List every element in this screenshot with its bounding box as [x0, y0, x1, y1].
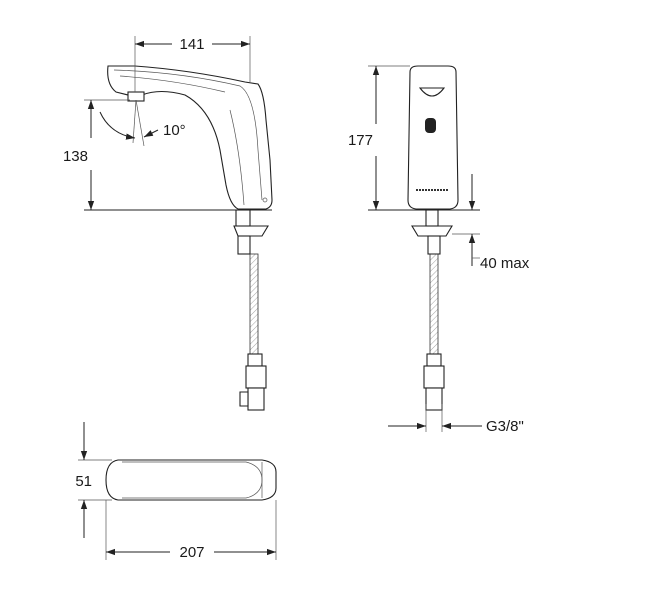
dim-207-label: 207 [179, 544, 204, 561]
angle-label: 10° [163, 122, 186, 139]
dim-51-label: 51 [75, 473, 92, 490]
front-valve-body [423, 365, 445, 389]
front-sensor [425, 118, 436, 133]
front-mount-collar [427, 235, 441, 255]
top-body [105, 459, 277, 501]
side-mount-collar [237, 235, 251, 255]
front-mount-stud [425, 209, 439, 227]
dim-177-label: 177 [348, 132, 373, 149]
dim-40-label: 40 max [480, 255, 530, 272]
side-mount-stud [235, 209, 251, 227]
side-valve-top [247, 353, 263, 367]
angle-arc [99, 111, 136, 140]
front-view: 177 40 max G3/8" [348, 65, 530, 435]
dim-138-label: 138 [63, 148, 88, 165]
front-aerator [418, 87, 446, 97]
side-valve-cap [239, 391, 249, 407]
front-hose [429, 253, 439, 355]
side-spout-front [229, 109, 245, 206]
side-nozzle [127, 91, 145, 102]
front-valve-bottom [425, 387, 443, 411]
side-valve-bottom [247, 387, 265, 411]
front-body [407, 65, 459, 210]
side-hose [249, 253, 259, 355]
side-spout-highlight [113, 69, 263, 201]
dim-141-label: 141 [179, 36, 204, 53]
side-spout-inner [119, 75, 226, 93]
front-valve-top [426, 353, 442, 367]
side-valve-body [245, 365, 267, 389]
dim-thread-label: G3/8" [486, 418, 524, 435]
side-view: 141 138 10° [63, 36, 273, 411]
side-sensor-dot [262, 197, 268, 203]
top-view: 51 207 [75, 422, 277, 561]
front-mount-nut [411, 225, 453, 237]
side-mount-nut [233, 225, 269, 237]
